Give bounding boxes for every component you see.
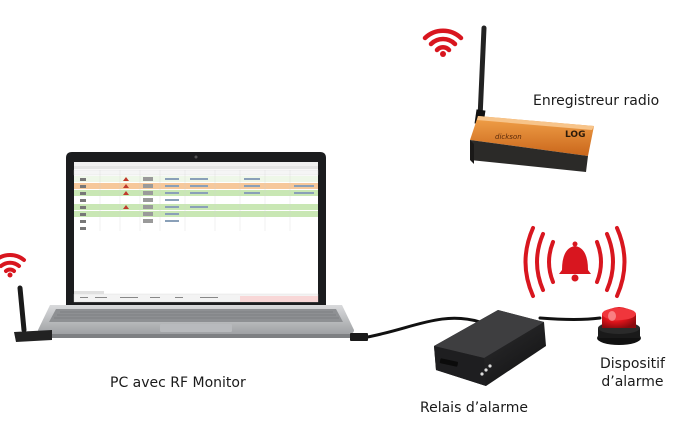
recorder-model: LOG xyxy=(565,130,585,140)
cables xyxy=(360,316,602,340)
recorder-label: Enregistreur radio xyxy=(533,93,660,109)
usb-plug xyxy=(350,333,368,341)
wifi-icon xyxy=(422,28,464,57)
relay-label: Relais d’alarme xyxy=(420,400,528,416)
wifi-icon xyxy=(0,252,26,278)
alarm-beacon xyxy=(597,307,641,345)
radio-recorder: dickson LOG xyxy=(422,25,594,172)
alarm-device-label-line1: Dispositif xyxy=(600,356,665,372)
pc-label: PC avec RF Monitor xyxy=(110,375,246,391)
usb-dongle xyxy=(0,252,52,342)
recorder-body: dickson LOG xyxy=(470,116,594,172)
alarm-device-label: Dispositif d’alarme xyxy=(600,355,665,391)
alarm-device-label-line2: d’alarme xyxy=(601,374,664,390)
bell-icon xyxy=(523,226,627,298)
recorder-antenna xyxy=(477,25,487,121)
alarm-relay xyxy=(434,310,546,386)
laptop-screen xyxy=(73,162,319,303)
laptop xyxy=(36,152,356,338)
recorder-brand: dickson xyxy=(495,133,522,141)
